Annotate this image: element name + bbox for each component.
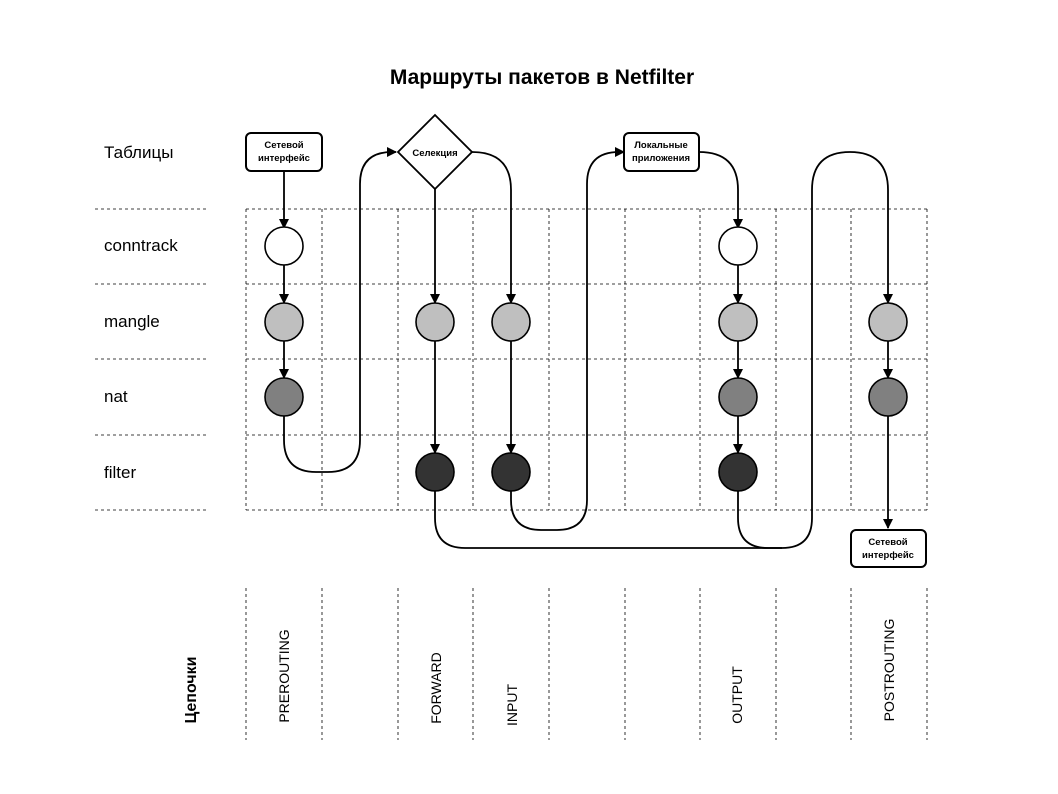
- svg-text:Сетевой: Сетевой: [264, 140, 303, 151]
- node-prerouting-mangle: [264, 302, 304, 342]
- svg-text:интерфейс: интерфейс: [862, 550, 914, 561]
- node-postrouting-mangle: [868, 302, 908, 342]
- node-output-filter: [718, 452, 758, 492]
- net-interface-in-box: Сетевой интерфейс: [245, 132, 323, 172]
- svg-text:Селекция: Селекция: [412, 148, 457, 159]
- net-interface-out-box: Сетевой интерфейс: [850, 529, 927, 568]
- node-input-mangle: [491, 302, 531, 342]
- svg-text:Локальные: Локальные: [634, 140, 688, 151]
- chain-label-input: INPUT: [504, 684, 520, 726]
- row-label-nat: nat: [104, 387, 128, 406]
- flow-paths: [279, 147, 893, 549]
- flow-to-local-apps: [510, 147, 625, 531]
- node-output-nat: [718, 377, 758, 417]
- chain-label-prerouting: PREROUTING: [276, 629, 292, 722]
- svg-text:интерфейс: интерфейс: [258, 153, 310, 164]
- flow-forward-to-postrouting: [434, 151, 893, 549]
- node-output-mangle: [718, 302, 758, 342]
- svg-text:Сетевой: Сетевой: [868, 537, 907, 548]
- tables-header: Таблицы: [104, 143, 173, 162]
- flow-to-input: [471, 151, 516, 304]
- chain-label-forward: FORWARD: [428, 652, 444, 724]
- svg-text:приложения: приложения: [632, 153, 690, 164]
- chain-label-postrouting: POSTROUTING: [881, 619, 897, 722]
- flow-to-selection: [283, 147, 397, 473]
- diagram-title: Маршруты пакетов в Netfilter: [390, 66, 694, 89]
- row-label-mangle: mangle: [104, 312, 160, 331]
- chains-header: Цепочки: [183, 657, 200, 724]
- grid: [95, 208, 928, 740]
- nodes: [264, 226, 908, 492]
- node-input-filter: [491, 452, 531, 492]
- selection-diamond: Селекция: [396, 113, 474, 191]
- row-label-filter: filter: [104, 463, 136, 482]
- node-postrouting-nat: [868, 377, 908, 417]
- row-label-conntrack: conntrack: [104, 236, 178, 255]
- node-prerouting-nat: [264, 377, 304, 417]
- node-forward-filter: [415, 452, 455, 492]
- node-forward-mangle: [415, 302, 455, 342]
- flow-output-merge: [737, 491, 782, 549]
- flow-output-down: [698, 151, 743, 229]
- local-apps-box: Локальные приложения: [623, 132, 700, 172]
- node-output-conntrack: [718, 226, 758, 266]
- chain-label-output: OUTPUT: [729, 666, 745, 724]
- node-prerouting-conntrack: [264, 226, 304, 266]
